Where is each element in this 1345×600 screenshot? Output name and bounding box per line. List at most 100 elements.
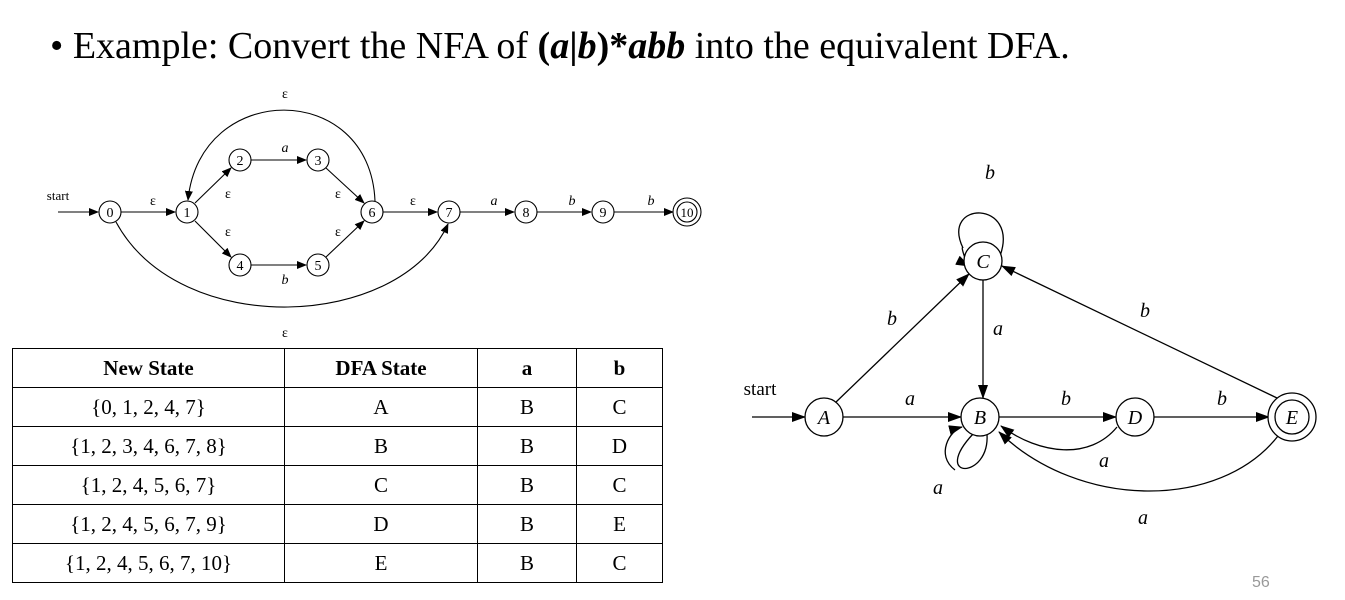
nfa-diagram: start 0 1 2 3 4 5 6 7 8 9 10 ε ε ε a b ε… (47, 87, 702, 341)
column-header: New State (12, 348, 285, 388)
dfa-edge-label: b (1061, 388, 1071, 410)
dfa-state: D (1127, 407, 1143, 429)
nfa-edge-label: ε (225, 225, 231, 240)
dfa-diagram: start A B C D E a b a b a b a b a b (744, 162, 1317, 529)
nfa-edge-label: b (648, 194, 655, 209)
cell: D (284, 504, 478, 544)
nfa-state: 6 (369, 206, 376, 221)
dfa-edge-label: a (1138, 507, 1148, 529)
dfa-edge-label: b (1217, 388, 1227, 410)
regex-open: ( (537, 25, 551, 67)
nfa-state: 2 (237, 154, 244, 169)
nfa-edge-label: ε (410, 194, 416, 209)
column-header: b (576, 348, 663, 388)
cell: B (477, 465, 577, 505)
cell: {1, 2, 3, 4, 6, 7, 8} (12, 426, 285, 466)
table-header-row: New State DFA State a b (12, 348, 663, 388)
nfa-state: 7 (446, 206, 453, 221)
regex-abb: abb (628, 25, 686, 67)
nfa-state: 4 (237, 259, 244, 274)
nfa-state: 9 (600, 206, 607, 221)
dfa-loop-arrowhead (944, 425, 963, 471)
cell: B (477, 504, 577, 544)
column-header: a (477, 348, 577, 388)
nfa-state: 10 (681, 205, 694, 220)
nfa-edge-label: b (569, 194, 576, 209)
regex: (a|b)*abb (538, 25, 686, 67)
dfa-state: C (976, 251, 990, 273)
dfa-start-label: start (744, 379, 777, 400)
cell: {1, 2, 4, 5, 6, 7} (12, 465, 285, 505)
cell: B (477, 543, 577, 583)
nfa-edge-label: ε (335, 225, 341, 240)
cell: B (284, 426, 478, 466)
cell: D (576, 426, 663, 466)
nfa-edge-label: a (491, 194, 498, 209)
dfa-edge-label: a (1099, 450, 1109, 472)
nfa-edge (115, 221, 449, 308)
cell: A (284, 387, 478, 427)
dfa-state: E (1285, 407, 1298, 429)
dfa-edge-label: a (993, 318, 1003, 340)
nfa-edge-label: ε (282, 87, 288, 102)
title-prefix: Example: Convert the NFA of (72, 25, 538, 67)
dfa-state: A (816, 407, 831, 429)
cell: B (477, 426, 577, 466)
cell: {0, 1, 2, 4, 7} (12, 387, 285, 427)
nfa-edge (184, 109, 376, 202)
nfa-edge (194, 167, 232, 204)
dfa-edge (1000, 425, 1118, 451)
regex-close: )* (596, 25, 629, 67)
dfa-edge-label: b (1140, 300, 1150, 322)
nfa-edge-label: a (282, 141, 289, 156)
nfa-start-label: start (47, 188, 70, 203)
regex-a: a (550, 25, 570, 67)
nfa-edge-label: b (282, 273, 289, 288)
dfa-edge-label: a (905, 388, 915, 410)
cell: {1, 2, 4, 5, 6, 7, 9} (12, 504, 285, 544)
dfa-edge (834, 273, 970, 404)
nfa-edge-label: ε (335, 187, 341, 202)
nfa-state: 5 (315, 259, 322, 274)
column-header: DFA State (284, 348, 478, 388)
dfa-edge (956, 433, 988, 470)
regex-b: b (577, 25, 597, 67)
cell: C (576, 387, 663, 427)
nfa-edge (194, 220, 232, 258)
nfa-edge-label: ε (282, 326, 288, 341)
dfa-edge-label: a (933, 477, 943, 499)
nfa-edge-label: ε (225, 187, 231, 202)
nfa-edge (325, 220, 365, 258)
cell: B (477, 387, 577, 427)
cell: {1, 2, 4, 5, 6, 7, 10} (12, 543, 285, 583)
dfa-state: B (974, 407, 986, 429)
cell: E (284, 543, 478, 583)
subset-construction-table: New State DFA State a b {0, 1, 2, 4, 7}A… (12, 348, 663, 583)
cell: C (576, 543, 663, 583)
page-number: 56 (1252, 574, 1270, 591)
dfa-edge-label: b (887, 308, 897, 330)
slide-title: • Example: Convert the NFA of (a|b)*abb … (50, 24, 1070, 68)
dfa-edge-label: b (985, 162, 995, 184)
bullet: • (50, 25, 64, 67)
dfa-edge (998, 431, 1279, 492)
regex-bar: | (569, 25, 578, 67)
cell: C (284, 465, 478, 505)
cell: E (576, 504, 663, 544)
nfa-state: 0 (107, 206, 114, 221)
cell: C (576, 465, 663, 505)
nfa-edge (325, 167, 365, 204)
nfa-edge-label: ε (150, 194, 156, 209)
nfa-state: 8 (523, 206, 530, 221)
nfa-state: 3 (315, 154, 322, 169)
nfa-state: 1 (184, 206, 191, 221)
dfa-edge (1001, 265, 1278, 399)
dfa-edge (958, 212, 1004, 257)
